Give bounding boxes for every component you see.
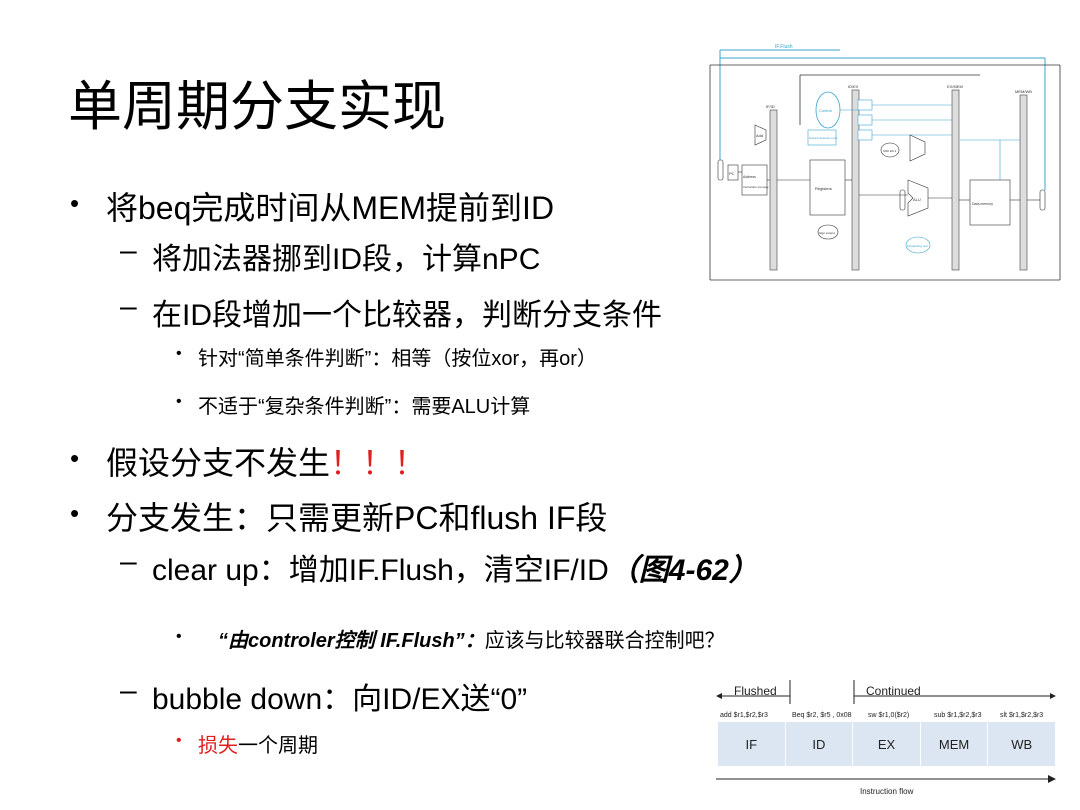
slide-title: 单周期分支实现 — [68, 77, 446, 137]
bullet-1: 将beq完成时间从MEM提前到ID — [106, 190, 555, 226]
dash-marker: – — [120, 234, 137, 267]
bullet-1-sub-2-b: 不适于“复杂条件判断”：需要ALU计算 — [198, 396, 531, 418]
bullet-dot-small: • — [176, 628, 182, 645]
dash-marker: – — [120, 545, 137, 578]
datapath-diagram: IF.Flush IF/ID ID/EX EX/MEM MEM/WB Contr… — [700, 40, 1068, 290]
bullet-3-sub-1-text: clear up：增加IF.Flush，清空IF/ID — [152, 554, 609, 587]
bullet-2: 假设分支不发生！！！ — [106, 438, 426, 484]
dash-marker: – — [120, 674, 137, 707]
pipeline-figure: Flushed Continued add $r1,$r2,$r3 Beq $r… — [710, 678, 1060, 806]
label-shift-left: Shift left 2 — [883, 149, 897, 153]
bullet-dot: • — [70, 188, 80, 218]
dash-marker: – — [120, 290, 137, 323]
bullet-3-sub-1-a: “由controler控制 IF.Flush”：应该与比较器联合控制吧？ — [218, 624, 725, 653]
stage-wb: WB — [988, 722, 1056, 766]
continued-label: Continued — [866, 684, 921, 698]
label-alu: ALU — [913, 197, 921, 202]
bullet-3-sub-2-a-red: 损失 — [198, 735, 238, 757]
label-hazard-unit: Hazard detection unit — [809, 136, 838, 140]
label-data-memory: Data memory — [972, 202, 993, 206]
label-sign-extend: Sign extend — [819, 231, 835, 235]
flushed-label: Flushed — [734, 684, 777, 698]
label-control: Control — [819, 108, 832, 113]
label-address: Address — [743, 175, 756, 179]
bullet-3-sub-2-a: 损失一个周期 — [198, 729, 318, 758]
instr-4: sub $r1,$r2,$r3 — [934, 712, 982, 719]
label-add: Add — [756, 133, 763, 138]
bullet-1-sub-2-a: 针对“简单条件判断”：相等（按位xor，再or） — [198, 348, 597, 370]
bullet-3-sub-1-ref: （图4-62） — [608, 554, 759, 587]
bullet-3-sub-2: bubble down：向ID/EX送“0” — [152, 683, 528, 716]
bullet-3-sub-1: clear up：增加IF.Flush，清空IF/ID（图4-62） — [152, 545, 759, 589]
label-pc: PC — [729, 171, 735, 176]
bullet-dot-small: • — [176, 732, 182, 749]
bullet-dot-small: • — [176, 345, 182, 362]
pipeline-stages: IF ID EX MEM WB — [718, 722, 1056, 766]
bullet-3-sub-2-a-rest: 一个周期 — [238, 735, 318, 757]
stage-mem: MEM — [920, 722, 989, 766]
stage-ex: EX — [853, 722, 921, 766]
bullet-2-mark: ！！！ — [330, 445, 427, 481]
bullet-2-text: 假设分支不发生 — [106, 445, 331, 481]
label-forwarding-unit: Forwarding unit — [907, 244, 928, 248]
bullet-dot-small: • — [176, 393, 182, 410]
instr-3: sw $r1,0($r2) — [868, 712, 910, 719]
label-instruction-memory: Instruction memory — [743, 185, 769, 189]
bullet-3-sub-1-a-quote: “由controler控制 IF.Flush”： — [218, 630, 485, 652]
instr-5: slt $r1,$r2,$r3 — [1000, 712, 1044, 719]
bullet-3: 分支发生：只需更新PC和flush IF段 — [106, 500, 608, 536]
label-ex-mem: EX/MEM — [947, 84, 963, 89]
instr-1: add $r1,$r2,$r3 — [720, 712, 768, 719]
bullet-dot: • — [70, 443, 80, 473]
instruction-flow-label: Instruction flow — [860, 787, 914, 796]
bullet-dot: • — [70, 498, 80, 528]
label-mem-wb: MEM/WB — [1015, 89, 1032, 94]
instr-2: Beq $r2, $r5 , 0x08 — [792, 712, 852, 719]
label-if-id: IF/ID — [766, 104, 775, 109]
label-id-ex: ID/EX — [848, 84, 859, 89]
stage-if: IF — [718, 722, 786, 766]
bullet-1-sub-1: 将加法器挪到ID段，计算nPC — [152, 243, 541, 276]
stage-id: ID — [785, 722, 854, 766]
pipeline-arrows — [716, 680, 1056, 783]
bullet-1-sub-2: 在ID段增加一个比较器，判断分支条件 — [152, 299, 662, 332]
bullet-3-sub-1-a-text: 应该与比较器联合控制吧？ — [484, 630, 725, 652]
label-registers: Registers — [815, 186, 832, 191]
label-if-flush: IF.Flush — [775, 44, 793, 50]
